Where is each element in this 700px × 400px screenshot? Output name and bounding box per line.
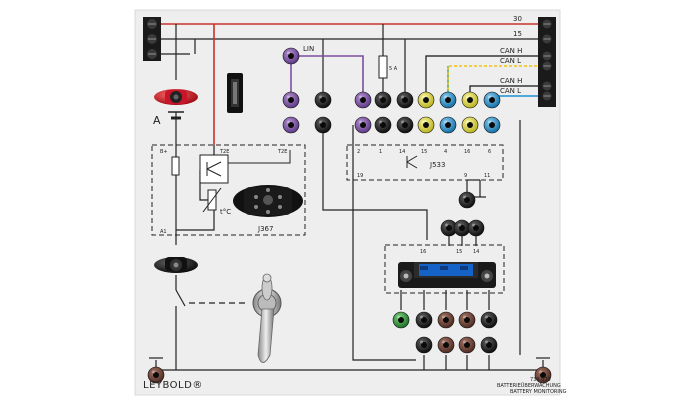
jack-purple-3[interactable] [354, 91, 372, 109]
jack-ground-left[interactable] [147, 366, 165, 384]
bus-label-can-l-2: CAN L [500, 87, 521, 95]
jack-black-6[interactable] [396, 116, 414, 134]
pin-15b-label: 15 [456, 249, 462, 255]
a1-label: A1 [160, 229, 167, 235]
pin-labels: LIN B+ T2E T2E A1 t°C J367 J533 2 1 14 1… [160, 45, 491, 255]
panel-background [134, 9, 561, 396]
panel-caption-en: BATTERY MONITORING [510, 389, 567, 395]
jack-brown-1[interactable] [437, 311, 455, 329]
j367-label: J367 [257, 225, 273, 233]
jack-green-1[interactable] [392, 311, 410, 329]
jack-black-1[interactable] [314, 91, 332, 109]
jack-black-11[interactable] [480, 311, 498, 329]
jack-black-2[interactable] [314, 116, 332, 134]
jack-ground-right[interactable] [534, 366, 552, 384]
j533-internals [406, 155, 418, 169]
panel-caption-de: BATTERIEÜBERWACHUNG [497, 382, 561, 389]
pin-9-label: 9 [464, 173, 467, 179]
bus-label-15: 15 [513, 30, 522, 38]
jack-yellow-3[interactable] [461, 91, 479, 109]
jack-blue-1[interactable] [439, 91, 457, 109]
fuse: 5 A [378, 55, 398, 79]
pin-6-label: 6 [488, 149, 491, 155]
pin-2-label: 2 [357, 149, 360, 155]
jack-yellow-1[interactable] [417, 91, 435, 109]
jack-black-3[interactable] [374, 91, 392, 109]
battery-label: A [153, 114, 161, 127]
jack-black-5[interactable] [396, 91, 414, 109]
battery-red-clamp [154, 89, 198, 105]
battery-black-clamp [154, 257, 198, 273]
pin-1-label: 1 [379, 149, 382, 155]
jack-lin-top[interactable] [282, 47, 300, 65]
pin-14b-label: 14 [473, 249, 479, 255]
connector-module [398, 262, 496, 288]
jack-blue-4[interactable] [483, 116, 501, 134]
jack-brown-4[interactable] [458, 336, 476, 354]
t2e-right-label: T2E [277, 149, 287, 155]
panel-code: 739 870 [530, 377, 551, 383]
bus-label-30: 30 [513, 15, 522, 23]
jack-purple-4[interactable] [354, 116, 372, 134]
jack-black-9[interactable] [467, 219, 485, 237]
jack-blue-3[interactable] [483, 91, 501, 109]
temp-label: t°C [220, 208, 231, 216]
pin-11-label: 11 [484, 173, 490, 179]
j367-relay [233, 185, 303, 217]
terminal-block-left [143, 17, 161, 61]
bus-labels: 30 15 CAN H CAN L CAN H CAN L [500, 15, 522, 95]
jack-black-13[interactable] [480, 336, 498, 354]
jack-black-7[interactable] [440, 219, 458, 237]
jack-black-4[interactable] [374, 116, 392, 134]
ignition-key-switch[interactable] [252, 273, 282, 363]
jack-black-12[interactable] [415, 336, 433, 354]
battery-symbol: A [153, 111, 184, 127]
lin-label: LIN [303, 45, 314, 53]
jack-black-ground[interactable] [458, 191, 476, 209]
pin-19-label: 19 [357, 173, 363, 179]
fuse-holder [227, 73, 243, 113]
jack-blue-2[interactable] [439, 116, 457, 134]
jack-yellow-2[interactable] [417, 116, 435, 134]
pin-14-label: 14 [399, 149, 405, 155]
bus-label-can-h-2: CAN H [500, 77, 522, 85]
jack-brown-2[interactable] [458, 311, 476, 329]
pin-16b-label: 16 [420, 249, 426, 255]
jack-black-10[interactable] [415, 311, 433, 329]
bus-label-can-h-1: CAN H [500, 47, 522, 55]
jack-purple-2[interactable] [282, 116, 300, 134]
j367-internals [171, 150, 291, 213]
jack-yellow-4[interactable] [461, 116, 479, 134]
fuse-label: 5 A [389, 66, 398, 72]
j533-label: J533 [429, 161, 445, 169]
terminal-block-right [538, 17, 556, 107]
bus-label-can-l-1: CAN L [500, 57, 521, 65]
b-plus-label: B+ [160, 149, 168, 155]
module-outlines [151, 144, 505, 294]
jack-brown-3[interactable] [437, 336, 455, 354]
pin-15-label: 15 [421, 149, 427, 155]
jack-black-8[interactable] [453, 219, 471, 237]
jacks [147, 47, 552, 384]
jack-purple-1[interactable] [282, 91, 300, 109]
pin-16-label: 16 [464, 149, 470, 155]
brand-logo: LEYBOLD® [143, 380, 203, 391]
pin-4-label: 4 [444, 149, 447, 155]
t2e-left-label: T2E [219, 149, 229, 155]
